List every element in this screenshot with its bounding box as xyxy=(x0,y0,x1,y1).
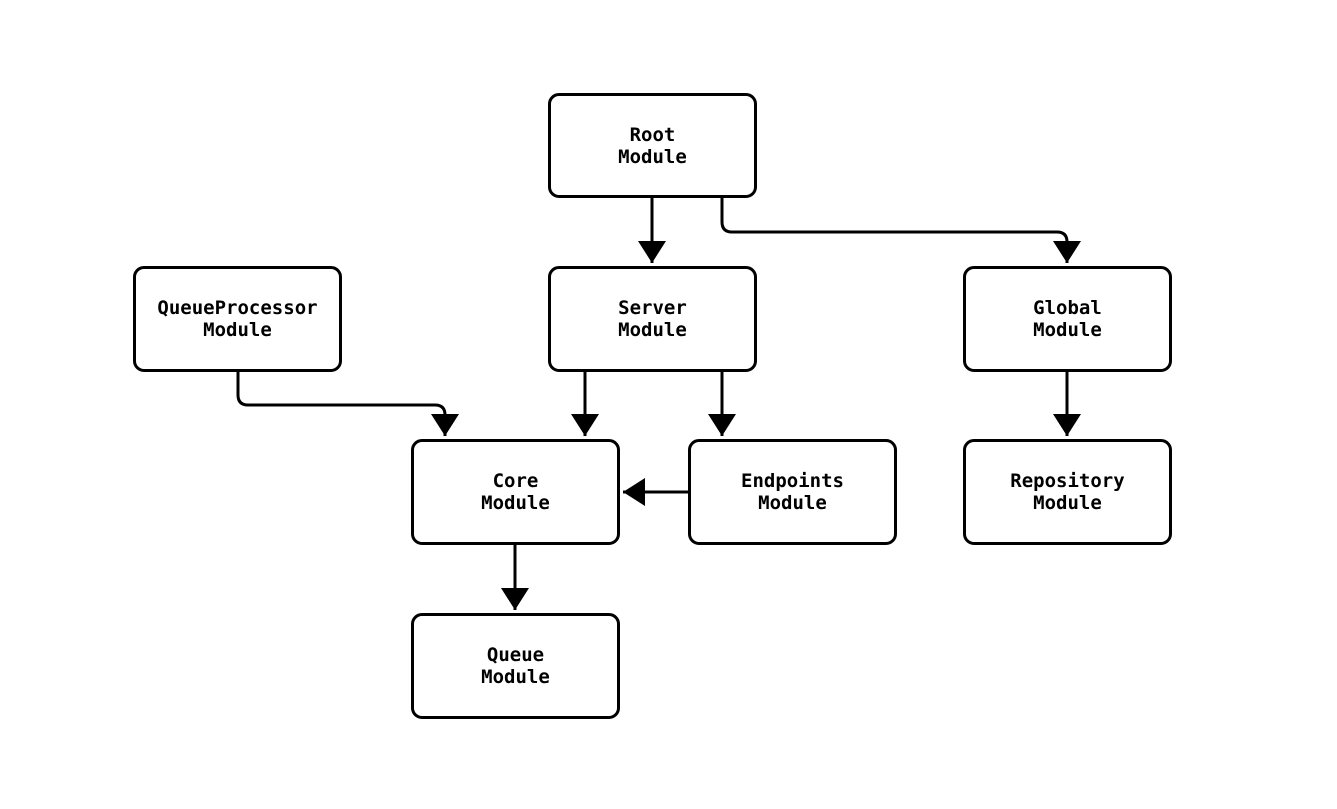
node-core-module: Core Module xyxy=(411,439,620,545)
node-root-module-label: Root Module xyxy=(618,123,687,168)
edge-queueprocessor-to-core xyxy=(236,372,459,436)
node-queueprocessor-module-label: QueueProcessor Module xyxy=(157,297,318,341)
node-repository-module-label: Repository Module xyxy=(1010,470,1125,514)
node-endpoints-module-label: Endpoints Module xyxy=(741,470,844,514)
node-global-module: Global Module xyxy=(963,266,1172,372)
node-queue-module-label: Queue Module xyxy=(481,644,550,688)
node-endpoints-module: Endpoints Module xyxy=(688,439,897,545)
node-server-module: Server Module xyxy=(548,266,757,372)
node-repository-module: Repository Module xyxy=(963,439,1172,545)
node-queue-module: Queue Module xyxy=(411,613,620,719)
node-queueprocessor-module: QueueProcessor Module xyxy=(133,266,342,372)
node-server-module-label: Server Module xyxy=(618,297,687,341)
node-core-module-label: Core Module xyxy=(481,470,550,514)
edge-root-to-global xyxy=(720,198,1081,263)
node-global-module-label: Global Module xyxy=(1033,297,1102,341)
node-root-module: Root Module xyxy=(548,93,757,198)
